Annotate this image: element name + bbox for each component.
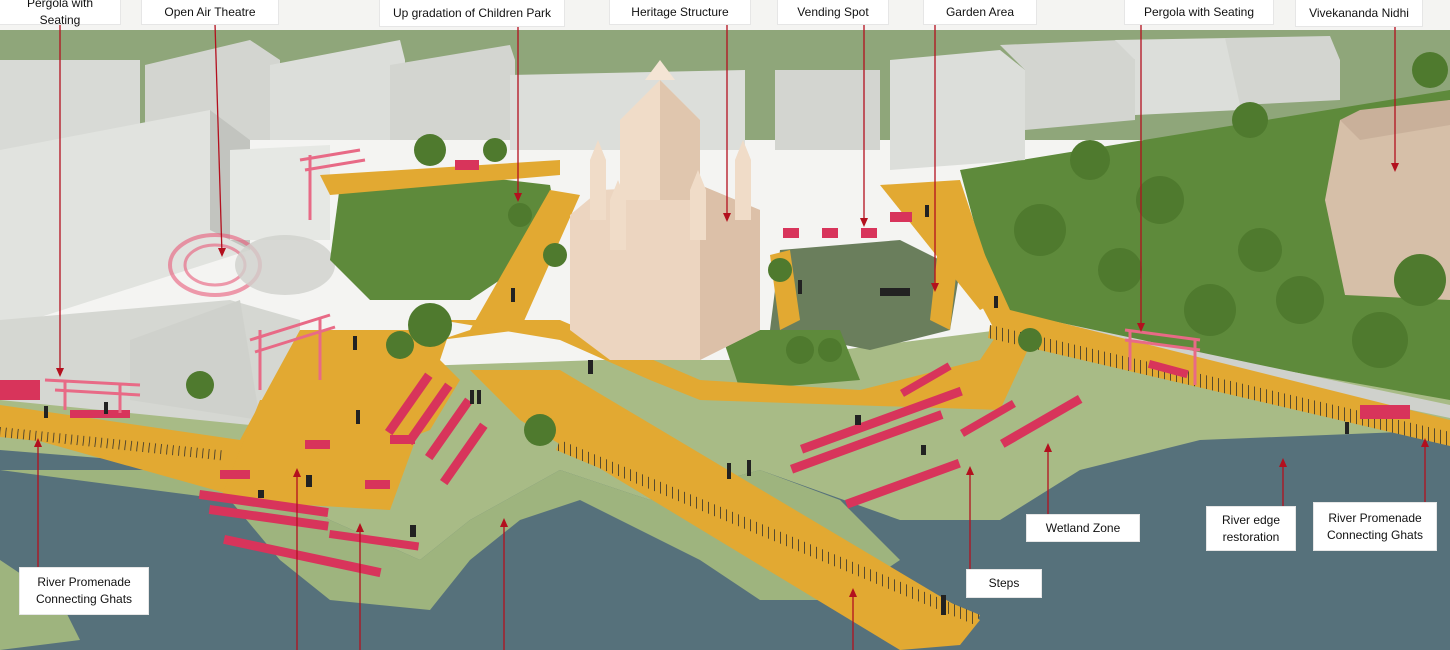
pergolas — [44, 148, 1201, 413]
label-vending-spot: Vending Spot — [778, 0, 888, 24]
railing-right — [988, 325, 1450, 446]
label-pergola-right: Pergola with Seating — [1125, 0, 1273, 24]
people — [44, 205, 1349, 615]
label-river-edge-restoration: River edge restoration — [1207, 507, 1295, 550]
label-children-park: Up gradation of Children Park — [380, 0, 564, 26]
label-pergola-left: Pergola with Seating — [0, 0, 120, 27]
label-steps: Steps — [967, 570, 1041, 597]
label-river-promenade-right: River Promenade Connecting Ghats — [1314, 503, 1436, 550]
label-open-air-theatre: Open Air Theatre — [142, 0, 278, 24]
children-park-lawn — [330, 170, 560, 300]
label-river-promenade-left: River Promenade Connecting Ghats — [20, 568, 148, 614]
boundary-wall-right — [945, 200, 1450, 418]
callout-line-open-air-theatre — [214, 23, 223, 256]
label-garden-area: Garden Area — [924, 0, 1036, 24]
railing-left — [0, 427, 224, 461]
label-wetland-zone: Wetland Zone — [1027, 515, 1139, 541]
railing-pier — [556, 440, 980, 625]
buildings-top — [145, 36, 1340, 170]
trees — [186, 52, 1448, 446]
callout-lines — [37, 23, 1426, 650]
label-vivekananda-nidhi: Vivekananda Nidhi — [1296, 0, 1422, 26]
callout-arrowheads — [34, 163, 1429, 597]
seating-steps — [0, 359, 1410, 578]
label-heritage-structure: Heritage Structure — [610, 0, 750, 24]
buildings-left — [0, 60, 330, 430]
heritage-structure-graphic — [570, 60, 760, 360]
open-air-theatre-graphic — [168, 233, 335, 297]
vending-kiosks — [455, 160, 912, 238]
garden-area-lawn — [770, 240, 960, 350]
vivekananda-nidhi-building — [1325, 100, 1450, 300]
